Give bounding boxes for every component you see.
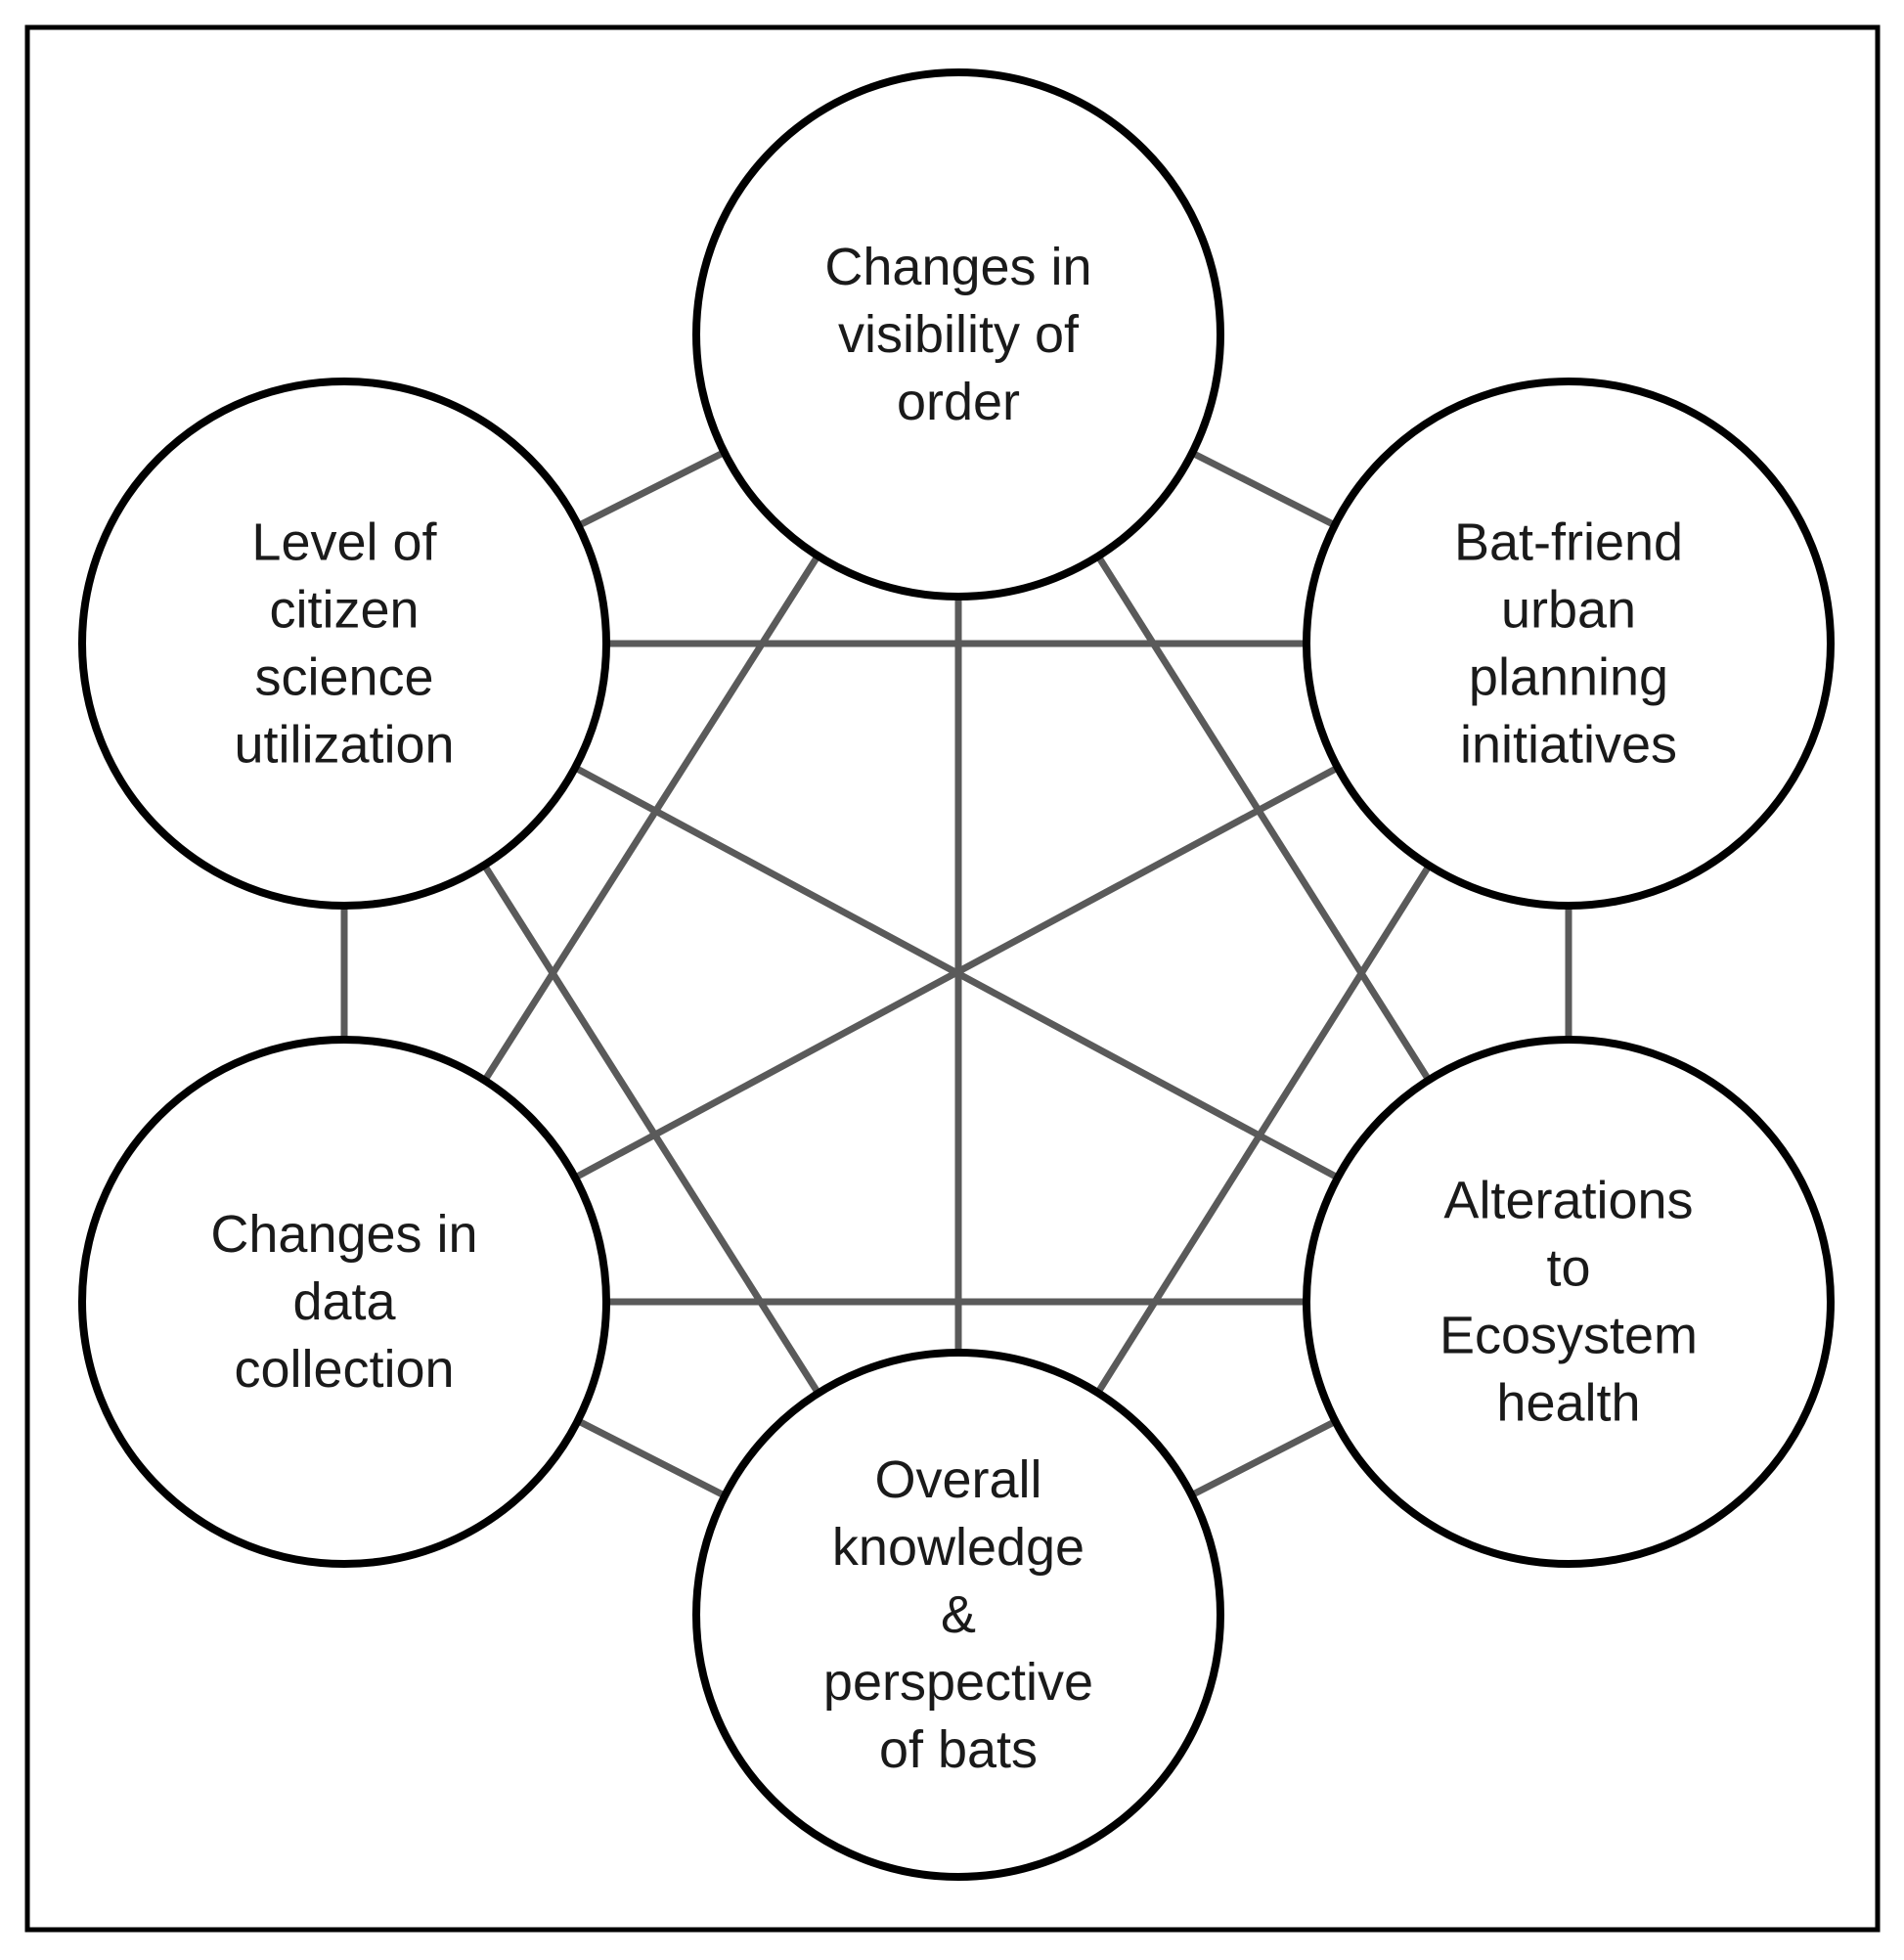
node-circle-data [78, 1036, 610, 1568]
node-label-urban-line-0: Bat-friend [1454, 513, 1683, 572]
node-circle-ecosystem [1303, 1036, 1835, 1568]
node-knowledge: Overall knowledge & perspective of bats [692, 1349, 1224, 1881]
node-citizen: Level of citizen science utilization [78, 378, 610, 910]
node-label-knowledge-line-2: & [941, 1585, 976, 1644]
node-label-citizen-line-0: Level of [251, 513, 437, 572]
node-label-knowledge-line-3: perspective [823, 1653, 1093, 1712]
node-label-knowledge-line-0: Overall [874, 1450, 1041, 1509]
node-label-citizen-line-2: science [254, 648, 433, 707]
node-label-ecosystem-line-2: Ecosystem [1439, 1307, 1698, 1365]
node-circle-urban [1303, 378, 1835, 910]
node-label-data-line-1: data [292, 1272, 396, 1331]
node-circle-visibility [692, 68, 1224, 601]
node-label-urban-line-1: urban [1501, 581, 1636, 640]
node-label-citizen-line-3: utilization [234, 716, 454, 775]
node-label-knowledge-line-4: of bats [879, 1720, 1038, 1779]
diagram-frame [24, 24, 1881, 1933]
node-label-data-line-0: Changes in [210, 1205, 477, 1264]
node-label-visibility-line-2: order [897, 373, 1020, 431]
node-label-visibility-line-1: visibility of [838, 305, 1080, 364]
node-label-knowledge-line-1: knowledge [832, 1518, 1085, 1577]
node-label-citizen-line-1: citizen [269, 581, 419, 640]
node-urban: Bat-friend urban planning initiatives [1303, 378, 1835, 910]
node-label-ecosystem-line-1: to [1546, 1239, 1590, 1298]
node-visibility: Changes in visibility of order [692, 68, 1224, 601]
node-label-urban-line-3: initiatives [1460, 716, 1677, 775]
node-circle-knowledge [692, 1349, 1224, 1881]
node-circle-citizen [78, 378, 610, 910]
node-label-ecosystem-line-3: health [1496, 1374, 1640, 1433]
node-label-urban-line-2: planning [1469, 648, 1668, 707]
node-label-visibility-line-0: Changes in [824, 238, 1091, 296]
node-label-ecosystem-line-0: Alterations [1443, 1172, 1693, 1230]
node-data: Changes in data collection [78, 1036, 610, 1568]
node-label-data-line-2: collection [234, 1340, 454, 1399]
